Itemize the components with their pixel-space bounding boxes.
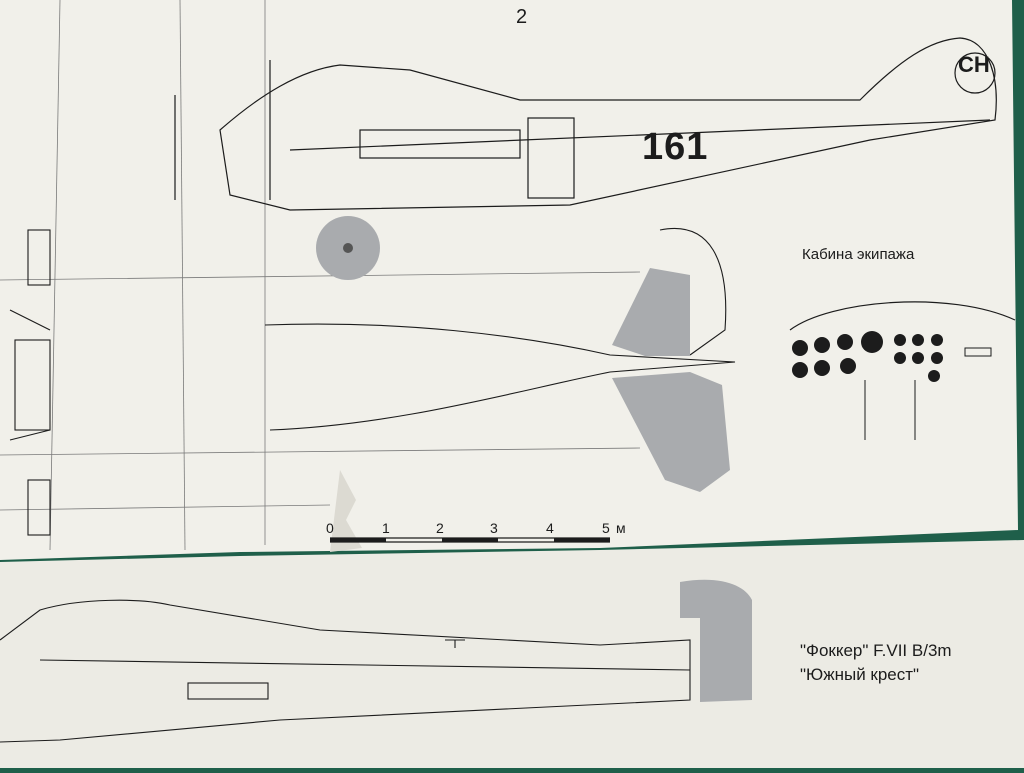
upper-drawing-sheet (0, 0, 1018, 560)
scale-bar (330, 537, 610, 543)
resin-stabilizer-top (612, 268, 690, 356)
scale-unit: м (616, 520, 626, 536)
crew-cabin-sketch (789, 301, 1016, 440)
scale-tick: 2 (436, 520, 444, 536)
side-view-fuselage (174, 37, 997, 211)
scale-tick: 0 (326, 520, 334, 536)
paper-tear (330, 470, 362, 552)
crew-cabin-label: Кабина экипажа (802, 246, 915, 263)
scale-tick: 5 (602, 520, 610, 536)
lower-drawing-sheet (0, 540, 1024, 768)
scale-tick: 4 (546, 520, 554, 536)
tail-marking: CH (958, 52, 990, 77)
aircraft-subname: "Южный крест" (800, 665, 920, 684)
plan-view-fuselage (9, 228, 736, 536)
fuselage-number: 161 (642, 126, 709, 168)
resin-rudder (680, 579, 752, 702)
resin-parts-upper (316, 216, 730, 492)
reference-grid (0, 0, 641, 551)
scale-tick: 1 (382, 520, 390, 536)
resin-stabilizer-bottom (612, 372, 730, 492)
lower-side-view (0, 599, 691, 743)
aircraft-name: "Фоккер" F.VII B/3m (800, 641, 952, 660)
scale-tick: 3 (490, 520, 498, 536)
view-number: 2 (516, 6, 528, 28)
